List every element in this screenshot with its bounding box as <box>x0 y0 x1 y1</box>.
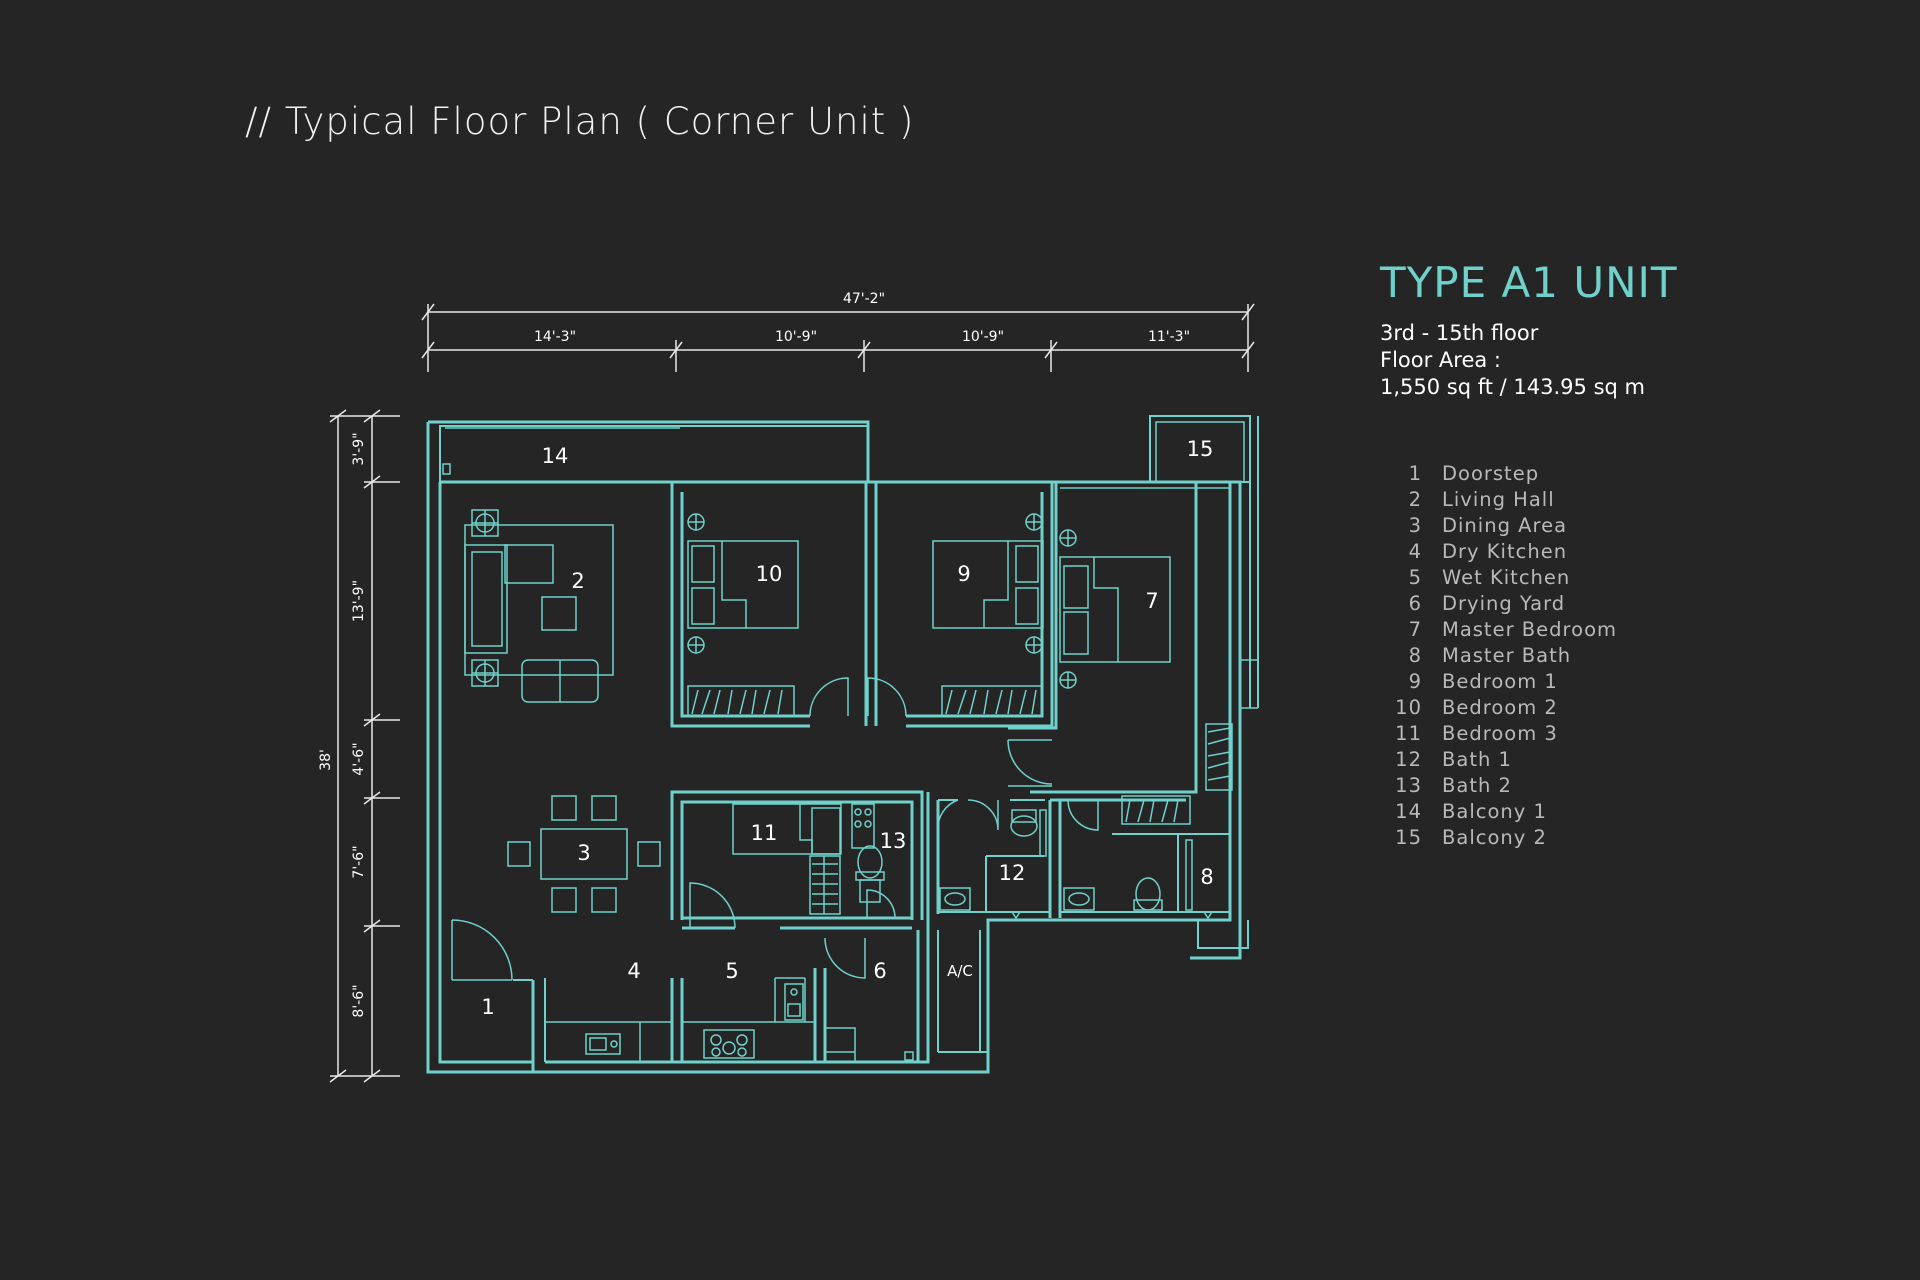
legend-item: 2 Living Hall <box>1380 487 1617 513</box>
unit-info: 3rd - 15th floor Floor Area : 1,550 sq f… <box>1380 320 1645 401</box>
room-label-ac: A/C <box>947 962 973 980</box>
legend-number: 12 <box>1395 748 1422 771</box>
legend-item: 11 Bedroom 3 <box>1380 721 1617 747</box>
dim-width-3: 10'-9" <box>962 329 1004 345</box>
page-title: // Typical Floor Plan ( Corner Unit ) <box>245 100 915 143</box>
legend-item: 7 Master Bedroom <box>1380 617 1617 643</box>
legend-number: 11 <box>1395 722 1422 745</box>
room-label-5: 5 <box>725 959 738 983</box>
legend-label: Living Hall <box>1442 488 1555 511</box>
dim-total-depth: 38' <box>318 749 334 771</box>
bath-fixtures <box>585 803 1214 1061</box>
legend-number: 1 <box>1408 462 1422 485</box>
outer-walls <box>426 415 1259 1074</box>
unit-type-title: TYPE A1 UNIT <box>1380 258 1678 307</box>
legend-number: 6 <box>1408 592 1422 615</box>
room-label-13: 13 <box>880 829 907 853</box>
legend-number: 8 <box>1408 644 1422 667</box>
dim-width-2: 10'-9" <box>775 329 817 345</box>
unit-floors: 3rd - 15th floor <box>1380 321 1539 345</box>
room-label-4: 4 <box>627 959 640 983</box>
legend-label: Master Bedroom <box>1442 618 1617 641</box>
legend-number: 9 <box>1408 670 1422 693</box>
unit-area-value: 1,550 sq ft / 143.95 sq m <box>1380 375 1645 399</box>
legend-number: 15 <box>1395 826 1422 849</box>
legend-item: 3 Dining Area <box>1380 513 1617 539</box>
room-label-1: 1 <box>481 995 494 1019</box>
bedroom-furniture <box>687 513 1233 915</box>
dim-depth-5: 8'-6" <box>351 984 367 1017</box>
legend-label: Master Bath <box>1442 644 1572 667</box>
living-furniture <box>464 509 614 703</box>
room-label-9: 9 <box>957 562 970 586</box>
room-label-2: 2 <box>571 569 584 593</box>
legend-label: Balcony 1 <box>1442 800 1547 823</box>
room-label-15: 15 <box>1187 437 1214 461</box>
legend-item: 13 Bath 2 <box>1380 773 1617 799</box>
room-label-14: 14 <box>542 444 569 468</box>
legend-item: 6 Drying Yard <box>1380 591 1617 617</box>
legend-number: 7 <box>1408 618 1422 641</box>
dim-total-width: 47'-2" <box>843 291 885 307</box>
legend-number: 14 <box>1395 800 1422 823</box>
room-label-3: 3 <box>577 841 590 865</box>
legend-number: 4 <box>1408 540 1422 563</box>
legend-label: Bedroom 1 <box>1442 670 1558 693</box>
room-label-11: 11 <box>751 821 778 845</box>
legend-label: Bath 2 <box>1442 774 1512 797</box>
legend-label: Bedroom 2 <box>1442 696 1558 719</box>
legend-label: Bedroom 3 <box>1442 722 1558 745</box>
legend-item: 10 Bedroom 2 <box>1380 695 1617 721</box>
dim-width-4: 11'-3" <box>1148 329 1190 345</box>
dim-depth-2: 13'-9" <box>351 580 367 622</box>
dim-depth-4: 7'-6" <box>351 845 367 878</box>
left-dimensions: 38' 3'-9" 13'-9" 4'-6" 7'-6" 8'-6" <box>318 409 400 1083</box>
legend-item: 9 Bedroom 1 <box>1380 669 1617 695</box>
room-label-12: 12 <box>999 861 1026 885</box>
legend-item: 1 Doorstep <box>1380 461 1617 487</box>
legend-label: Drying Yard <box>1442 592 1566 615</box>
legend-number: 5 <box>1408 566 1422 589</box>
room-label-6: 6 <box>873 959 886 983</box>
legend-label: Dining Area <box>1442 514 1568 537</box>
legend-label: Bath 1 <box>1442 748 1512 771</box>
top-dimensions: 47'-2" 14'-3" 10'-9" 10'-9" 11'-3" <box>421 291 1255 372</box>
dim-depth-3: 4'-6" <box>351 742 367 775</box>
room-label-8: 8 <box>1200 865 1213 889</box>
legend-item: 15 Balcony 2 <box>1380 825 1617 851</box>
legend-item: 8 Master Bath <box>1380 643 1617 669</box>
legend-number: 13 <box>1395 774 1422 797</box>
room-label-10: 10 <box>756 562 783 586</box>
legend-number: 3 <box>1408 514 1422 537</box>
legend-label: Wet Kitchen <box>1442 566 1571 589</box>
room-label-7: 7 <box>1145 589 1158 613</box>
dim-depth-1: 3'-9" <box>351 432 367 465</box>
legend-label: Doorstep <box>1442 462 1540 485</box>
room-labels: 1 2 3 4 5 6 7 8 9 10 11 12 13 14 15 A/C <box>481 437 1213 1019</box>
dining-furniture <box>507 795 661 913</box>
legend-label: Balcony 2 <box>1442 826 1547 849</box>
doors <box>451 677 1099 981</box>
dim-width-1: 14'-3" <box>534 329 576 345</box>
unit-area-label: Floor Area : <box>1380 348 1501 372</box>
legend-number: 10 <box>1395 696 1422 719</box>
legend-item: 14 Balcony 1 <box>1380 799 1617 825</box>
interior-walls <box>513 482 1230 1062</box>
legend-label: Dry Kitchen <box>1442 540 1568 563</box>
legend-item: 12 Bath 1 <box>1380 747 1617 773</box>
legend-item: 5 Wet Kitchen <box>1380 565 1617 591</box>
legend-item: 4 Dry Kitchen <box>1380 539 1617 565</box>
legend-number: 2 <box>1408 488 1422 511</box>
